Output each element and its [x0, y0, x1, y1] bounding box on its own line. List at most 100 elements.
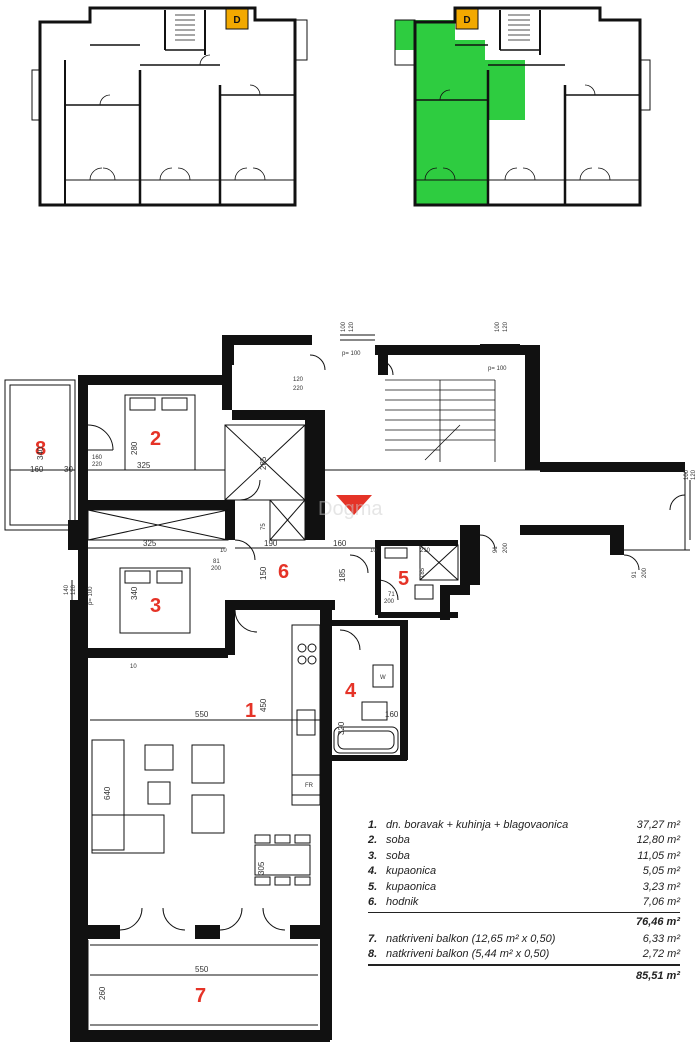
- legend-total: 85,51 m²: [368, 964, 680, 986]
- legend-name: hodnik: [386, 896, 419, 909]
- unit-marker-letter-right: D: [463, 15, 470, 26]
- dim-label: 320: [337, 721, 346, 735]
- room-numbers: 1 2 3 4 5 6 7 8: [35, 428, 409, 1007]
- dim-label: 325: [143, 539, 157, 548]
- dim-label: 450: [259, 698, 268, 712]
- dim-label: 305: [257, 861, 266, 875]
- dim-label: 75: [261, 523, 267, 530]
- dim-label: 200: [384, 599, 395, 605]
- dim-label: 550: [195, 965, 209, 974]
- legend-value: 6,33 m²: [642, 932, 680, 945]
- legend-value: 11,05 m²: [637, 849, 680, 862]
- dim-label: 280: [130, 441, 139, 455]
- dim-label: p= 100: [488, 366, 507, 372]
- dim-label: 220: [293, 386, 304, 392]
- total-value: 85,51 m²: [635, 970, 680, 982]
- legend-num: 5.: [368, 880, 378, 893]
- room-number-2: 2: [150, 428, 161, 450]
- room-number-3: 3: [150, 595, 161, 617]
- key-plan-right: [394, 6, 651, 207]
- legend-row: 1. dn. boravak + kuhinja + blagovaonica 37…: [368, 817, 680, 833]
- legend-name: kupaonica: [386, 880, 437, 893]
- dim-label: 200: [211, 566, 222, 572]
- key-plan-left: [31, 6, 308, 207]
- legend-value: 7,06 m²: [642, 896, 680, 909]
- appliance-label: FR: [305, 783, 314, 789]
- dim-label: p= 100: [88, 586, 94, 605]
- dim-label: 120: [503, 321, 509, 332]
- legend-row: 4. kupaonica 5,05 m²: [368, 864, 680, 880]
- dim-label: 81: [213, 559, 220, 565]
- legend-name: soba: [386, 834, 410, 847]
- legend-name: natkriveni balkon (5,44 m² x 0,50): [386, 948, 550, 961]
- legend-value: 3,23 m²: [642, 880, 680, 893]
- dim-label: 160: [30, 465, 44, 474]
- main-plan-partitions: [4, 334, 691, 1030]
- dim-label: 200: [642, 567, 648, 578]
- room-number-7: 7: [195, 985, 206, 1007]
- legend-name: soba: [386, 849, 410, 862]
- legend-name: kupaonica: [386, 865, 437, 878]
- dim-label: 640: [103, 786, 112, 800]
- area-legend: 1. dn. boravak + kuhinja + blagovaonica 37…: [368, 817, 680, 986]
- dim-label: 340: [36, 446, 45, 460]
- legend-num: 1.: [368, 818, 378, 831]
- dim-label: 220: [92, 462, 103, 468]
- dimension-labels: 550 450 640 550 260 325 280 325 340 190 …: [30, 321, 696, 1000]
- legend-num: 8.: [368, 948, 378, 961]
- dim-label: 30: [64, 465, 73, 474]
- subtotal-value: 76,46 m²: [635, 916, 680, 928]
- legend-row: 6. hodnik 7,06 m²: [368, 895, 680, 911]
- watermark: Dogma: [318, 498, 383, 520]
- legend-num: 7.: [368, 932, 378, 945]
- dim-label: 200: [503, 542, 509, 553]
- dim-label: 100: [684, 469, 690, 480]
- dim-label: 10: [130, 664, 137, 670]
- dim-label: 120: [71, 584, 77, 595]
- dim-label: 210: [420, 548, 431, 554]
- dim-label: 71: [388, 592, 395, 598]
- room-number-6: 6: [278, 561, 289, 583]
- dim-label: 260: [98, 986, 107, 1000]
- legend-num: 6.: [368, 896, 378, 909]
- dim-label: 100: [341, 321, 347, 332]
- dim-label: 285: [259, 456, 268, 470]
- legend-value: 37,27 m²: [636, 818, 680, 831]
- unit-marker-right: [455, 8, 479, 30]
- dim-label: 325: [137, 461, 151, 470]
- room-number-8: 8: [35, 438, 46, 460]
- unit-marker-letter: D: [233, 15, 240, 26]
- dim-label: 550: [195, 710, 209, 719]
- dim-label: 160: [92, 455, 103, 461]
- legend-value: 2,72 m²: [642, 948, 680, 961]
- unit-marker-left: [225, 8, 249, 30]
- dim-label: 185: [420, 567, 426, 578]
- main-plan-walls: [68, 335, 685, 1042]
- legend-num: 3.: [368, 849, 378, 862]
- legend-value: 5,05 m²: [642, 865, 680, 878]
- north-arrow-icon: [336, 495, 372, 515]
- legend-row: 5. kupaonica 3,23 m²: [368, 879, 680, 895]
- legend-num: 4.: [368, 865, 378, 878]
- dim-label: 185: [338, 568, 347, 582]
- dim-label: 100: [495, 321, 501, 332]
- room-number-4: 4: [345, 680, 357, 702]
- legend-row: 7. natkriveni balkon (12,65 m² x 0,50) 6,3…: [368, 931, 680, 947]
- dim-label: 120: [349, 321, 355, 332]
- dim-label: 120: [691, 469, 696, 480]
- dim-label: 160: [333, 539, 347, 548]
- room-number-1: 1: [245, 700, 256, 722]
- legend-row: 8. natkriveni balkon (5,44 m² x 0,50) 2,72…: [368, 947, 680, 963]
- dim-label: 150: [259, 566, 268, 580]
- legend-value: 12,80 m²: [636, 834, 680, 847]
- dim-label: 91: [632, 571, 638, 578]
- dim-label: 10: [220, 548, 227, 554]
- legend-name: natkriveni balkon (12,65 m² x 0,50): [386, 932, 556, 945]
- legend-name: dn. boravak + kuhinja + blagovaonica: [386, 818, 569, 831]
- dim-label: 120: [293, 377, 304, 383]
- legend-row: 3. soba 11,05 m²: [368, 848, 680, 864]
- dim-label: 10: [370, 548, 377, 554]
- dim-label: p= 100: [342, 351, 361, 357]
